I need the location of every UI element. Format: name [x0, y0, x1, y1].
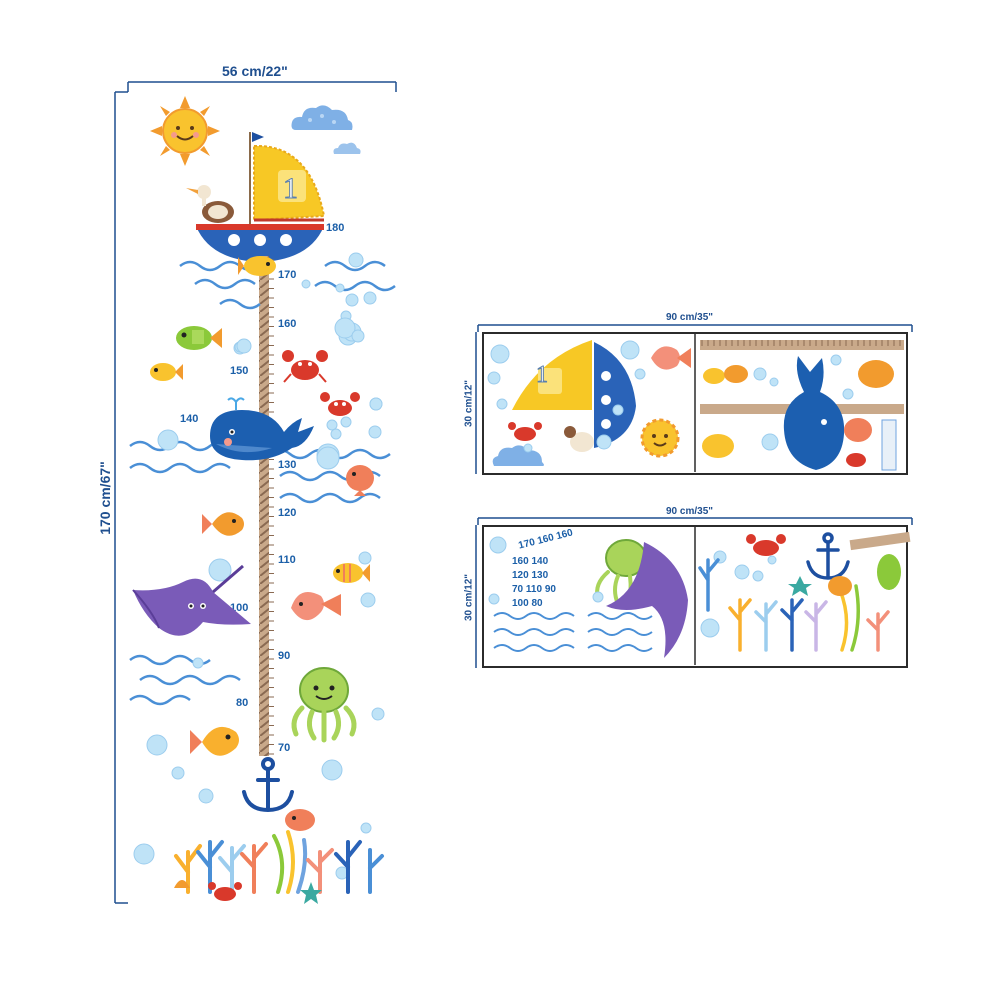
- measuring-rope: [259, 256, 269, 756]
- tick-label-80: 80: [236, 697, 249, 709]
- small-yellow-fish-icon: [150, 363, 183, 381]
- sheet1-sail-number: 1: [536, 362, 549, 389]
- manta-ray-icon: [132, 564, 251, 636]
- sailboat-icon: [196, 132, 326, 262]
- crab-icon: [320, 392, 360, 416]
- sheet1-bubbles: [487, 340, 646, 453]
- sheet1-sun-icon: [640, 418, 680, 458]
- coral-reef: [174, 830, 384, 894]
- sheet2-rope-segment: [849, 531, 911, 551]
- tick-label-110: 110: [278, 554, 296, 566]
- sheet1-ruler-top: [700, 340, 904, 350]
- sheet1-width-label: 90 cm/35": [666, 312, 713, 323]
- tick-label-70: 70: [278, 742, 291, 754]
- sheet1-crab-icon: [508, 422, 542, 441]
- bubbles-right: [236, 252, 383, 470]
- anchor-icon: [242, 757, 294, 813]
- sheet1-divider: [694, 334, 696, 472]
- green-fish-icon: [176, 326, 222, 350]
- yellow-fish-icon: [238, 256, 276, 276]
- tick-label-150: 150: [230, 365, 249, 377]
- shell-icon: [174, 880, 190, 888]
- pink-fish-icon: [291, 592, 341, 621]
- striped-fish-icon: [333, 563, 370, 583]
- sheet2-number-row: 120 130: [512, 570, 549, 581]
- sheet1-boat-hull: [594, 342, 636, 448]
- sun-icon: [150, 96, 220, 166]
- red-crab-icon: [208, 882, 242, 901]
- wave-pattern-middle: [129, 440, 391, 504]
- octopus-icon: [291, 667, 357, 743]
- orange-fish-icon: [190, 726, 239, 756]
- tick-label-160: 160: [278, 318, 297, 330]
- sheet2-divider: [694, 527, 696, 665]
- orange-fish-icon: [202, 512, 244, 536]
- chart-width-label: 56 cm/22": [222, 63, 288, 79]
- tick-label-120: 120: [278, 507, 297, 519]
- sheet2-height-label: 30 cm/12": [463, 574, 475, 621]
- sheet1-pink-fish-icon: [651, 346, 691, 370]
- sheet1-fish-icons: [702, 354, 897, 471]
- sheet2-number-row: 100 80: [512, 598, 543, 609]
- sheet2-coral-reef: [698, 555, 890, 652]
- tick-label-140: 140: [180, 413, 199, 425]
- sheet1-whale-icon: [783, 356, 845, 470]
- small-cloud-icon: [333, 142, 361, 154]
- crab-icon: [282, 350, 328, 383]
- sheet1-sail: [512, 340, 592, 410]
- sheet2-width-label: 90 cm/35": [666, 506, 713, 517]
- sheet2-number-row: 70 110 90: [512, 584, 556, 595]
- whale-icon: [210, 397, 314, 461]
- sheet2-crab-icon: [746, 534, 786, 556]
- sail-number: 1: [283, 172, 299, 206]
- sheet2-green-fish-icon: [877, 554, 901, 590]
- cloud-icon: [291, 105, 353, 130]
- pelican-icon: [186, 185, 234, 223]
- sheet1-pelican-icon: [564, 426, 594, 452]
- tick-label-90: 90: [278, 650, 291, 662]
- wave-pattern: [179, 260, 396, 310]
- pink-fish-icon: [346, 465, 374, 496]
- tick-label-180: 180: [326, 222, 345, 234]
- sheet2-waves: [493, 612, 653, 652]
- coral-fish-icon: [285, 809, 315, 831]
- sheet2-bubbles: [488, 536, 727, 605]
- tick-label-130: 130: [278, 459, 297, 471]
- sheet2-anchor-icon: [806, 532, 850, 580]
- starfish-icon: [300, 882, 322, 904]
- sheet2-manta-ray-icon: [606, 542, 688, 658]
- sheet1-height-label: 30 cm/12": [463, 380, 475, 427]
- tick-label-170: 170: [278, 269, 297, 281]
- sheet2-number-row: 160 140: [512, 556, 549, 567]
